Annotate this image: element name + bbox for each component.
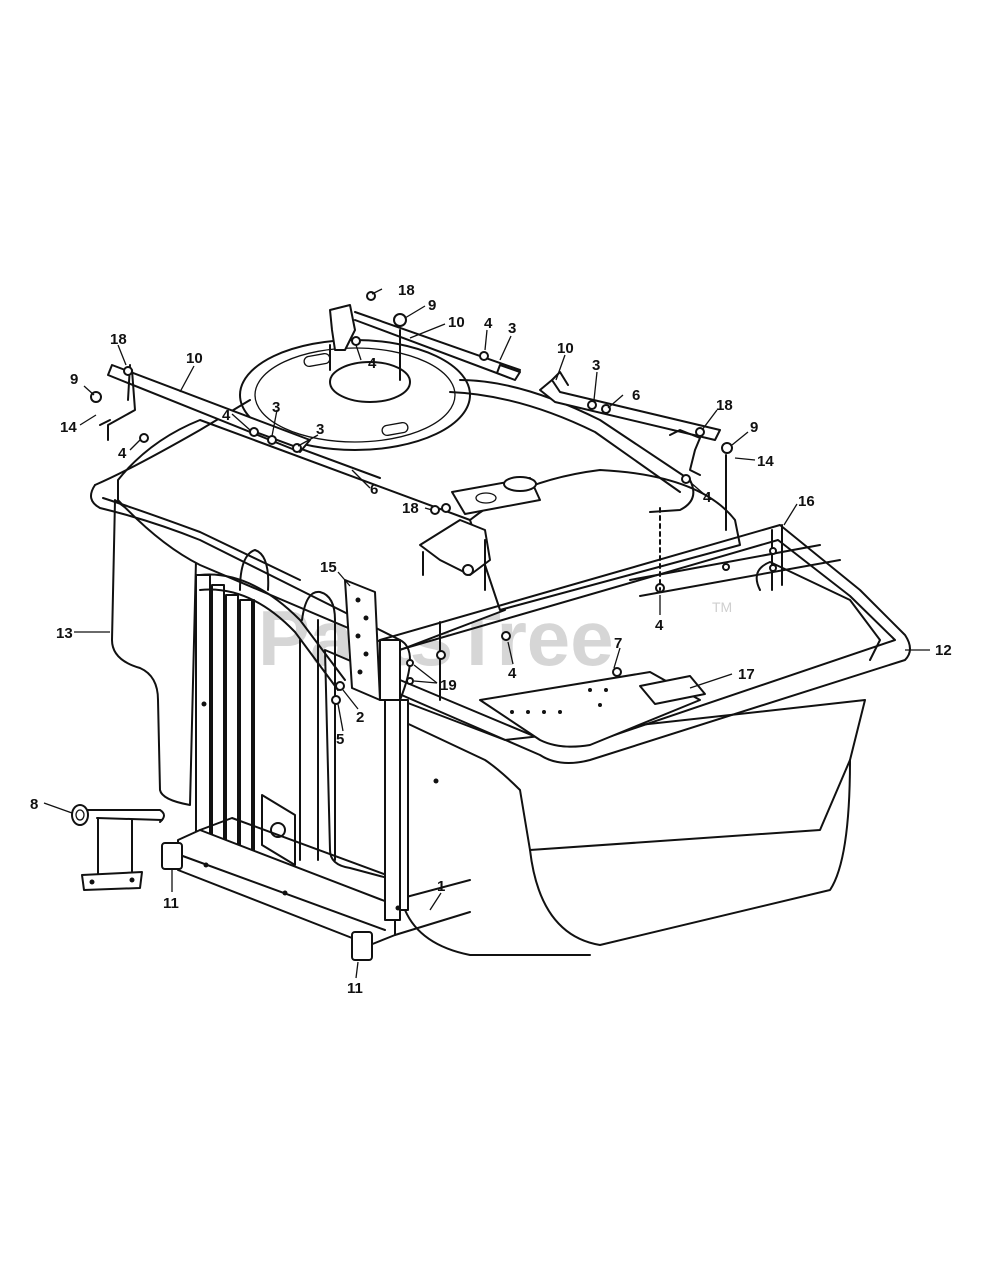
- callout-10: 10: [186, 350, 203, 367]
- callout-4: 4: [703, 489, 712, 506]
- hitch-cap-left: [161, 842, 183, 870]
- callout-3: 3: [508, 320, 516, 337]
- callout-18: 18: [110, 331, 127, 348]
- basket-frame: [379, 524, 911, 765]
- center-bracket: [419, 503, 491, 591]
- base-frame: [177, 699, 471, 946]
- callout-10: 10: [557, 340, 574, 357]
- callout-8: 8: [30, 796, 38, 813]
- callout-6: 6: [632, 387, 640, 404]
- callout-5: 5: [336, 731, 344, 748]
- callout-11: 11: [163, 895, 179, 912]
- callout-14: 14: [757, 453, 774, 470]
- callout-3: 3: [272, 399, 280, 416]
- left-frame-legs: [195, 549, 346, 866]
- callout-6: 6: [370, 481, 378, 498]
- callout-1: 1: [437, 878, 445, 895]
- jack-stand: [71, 804, 165, 891]
- hitch-caps: [161, 842, 373, 961]
- callout-13: 13: [56, 625, 73, 642]
- callout-3: 3: [592, 357, 600, 374]
- callout-12: 12: [935, 642, 952, 659]
- callout-14: 14: [60, 419, 77, 436]
- callout-4: 4: [508, 665, 517, 682]
- callout-9: 9: [428, 297, 436, 314]
- hardware: [249, 427, 777, 705]
- callout-4: 4: [368, 355, 377, 372]
- callout-15: 15: [320, 559, 337, 576]
- watermark-trademark: TM: [712, 599, 732, 615]
- callout-19: 19: [440, 677, 457, 694]
- callout-9: 9: [70, 371, 78, 388]
- callout-18: 18: [402, 500, 419, 517]
- callout-4: 4: [118, 445, 127, 462]
- callout-18: 18: [398, 282, 415, 299]
- callout-11: 11: [347, 980, 363, 997]
- callout-4: 4: [655, 617, 664, 634]
- leader-lines: [43, 288, 930, 979]
- callout-4: 4: [484, 315, 493, 332]
- right-strap-bracket: [539, 371, 733, 531]
- callout-9: 9: [750, 419, 758, 436]
- callout-4: 4: [222, 407, 231, 424]
- callout-7: 7: [614, 635, 622, 652]
- callout-2: 2: [356, 709, 364, 726]
- hitch-cap-right: [351, 931, 373, 961]
- top-strap-bracket: [329, 291, 521, 381]
- frame-rail: [90, 379, 695, 701]
- callout-labels: 18 9 10 4 3 4 10 3 6 18 10 9 14 4 4 3 3 …: [30, 282, 952, 997]
- callout-16: 16: [798, 493, 815, 510]
- callout-3: 3: [316, 421, 324, 438]
- tank-body: [111, 339, 866, 956]
- callout-10: 10: [448, 314, 465, 331]
- callout-18: 18: [716, 397, 733, 414]
- callout-17: 17: [738, 666, 755, 683]
